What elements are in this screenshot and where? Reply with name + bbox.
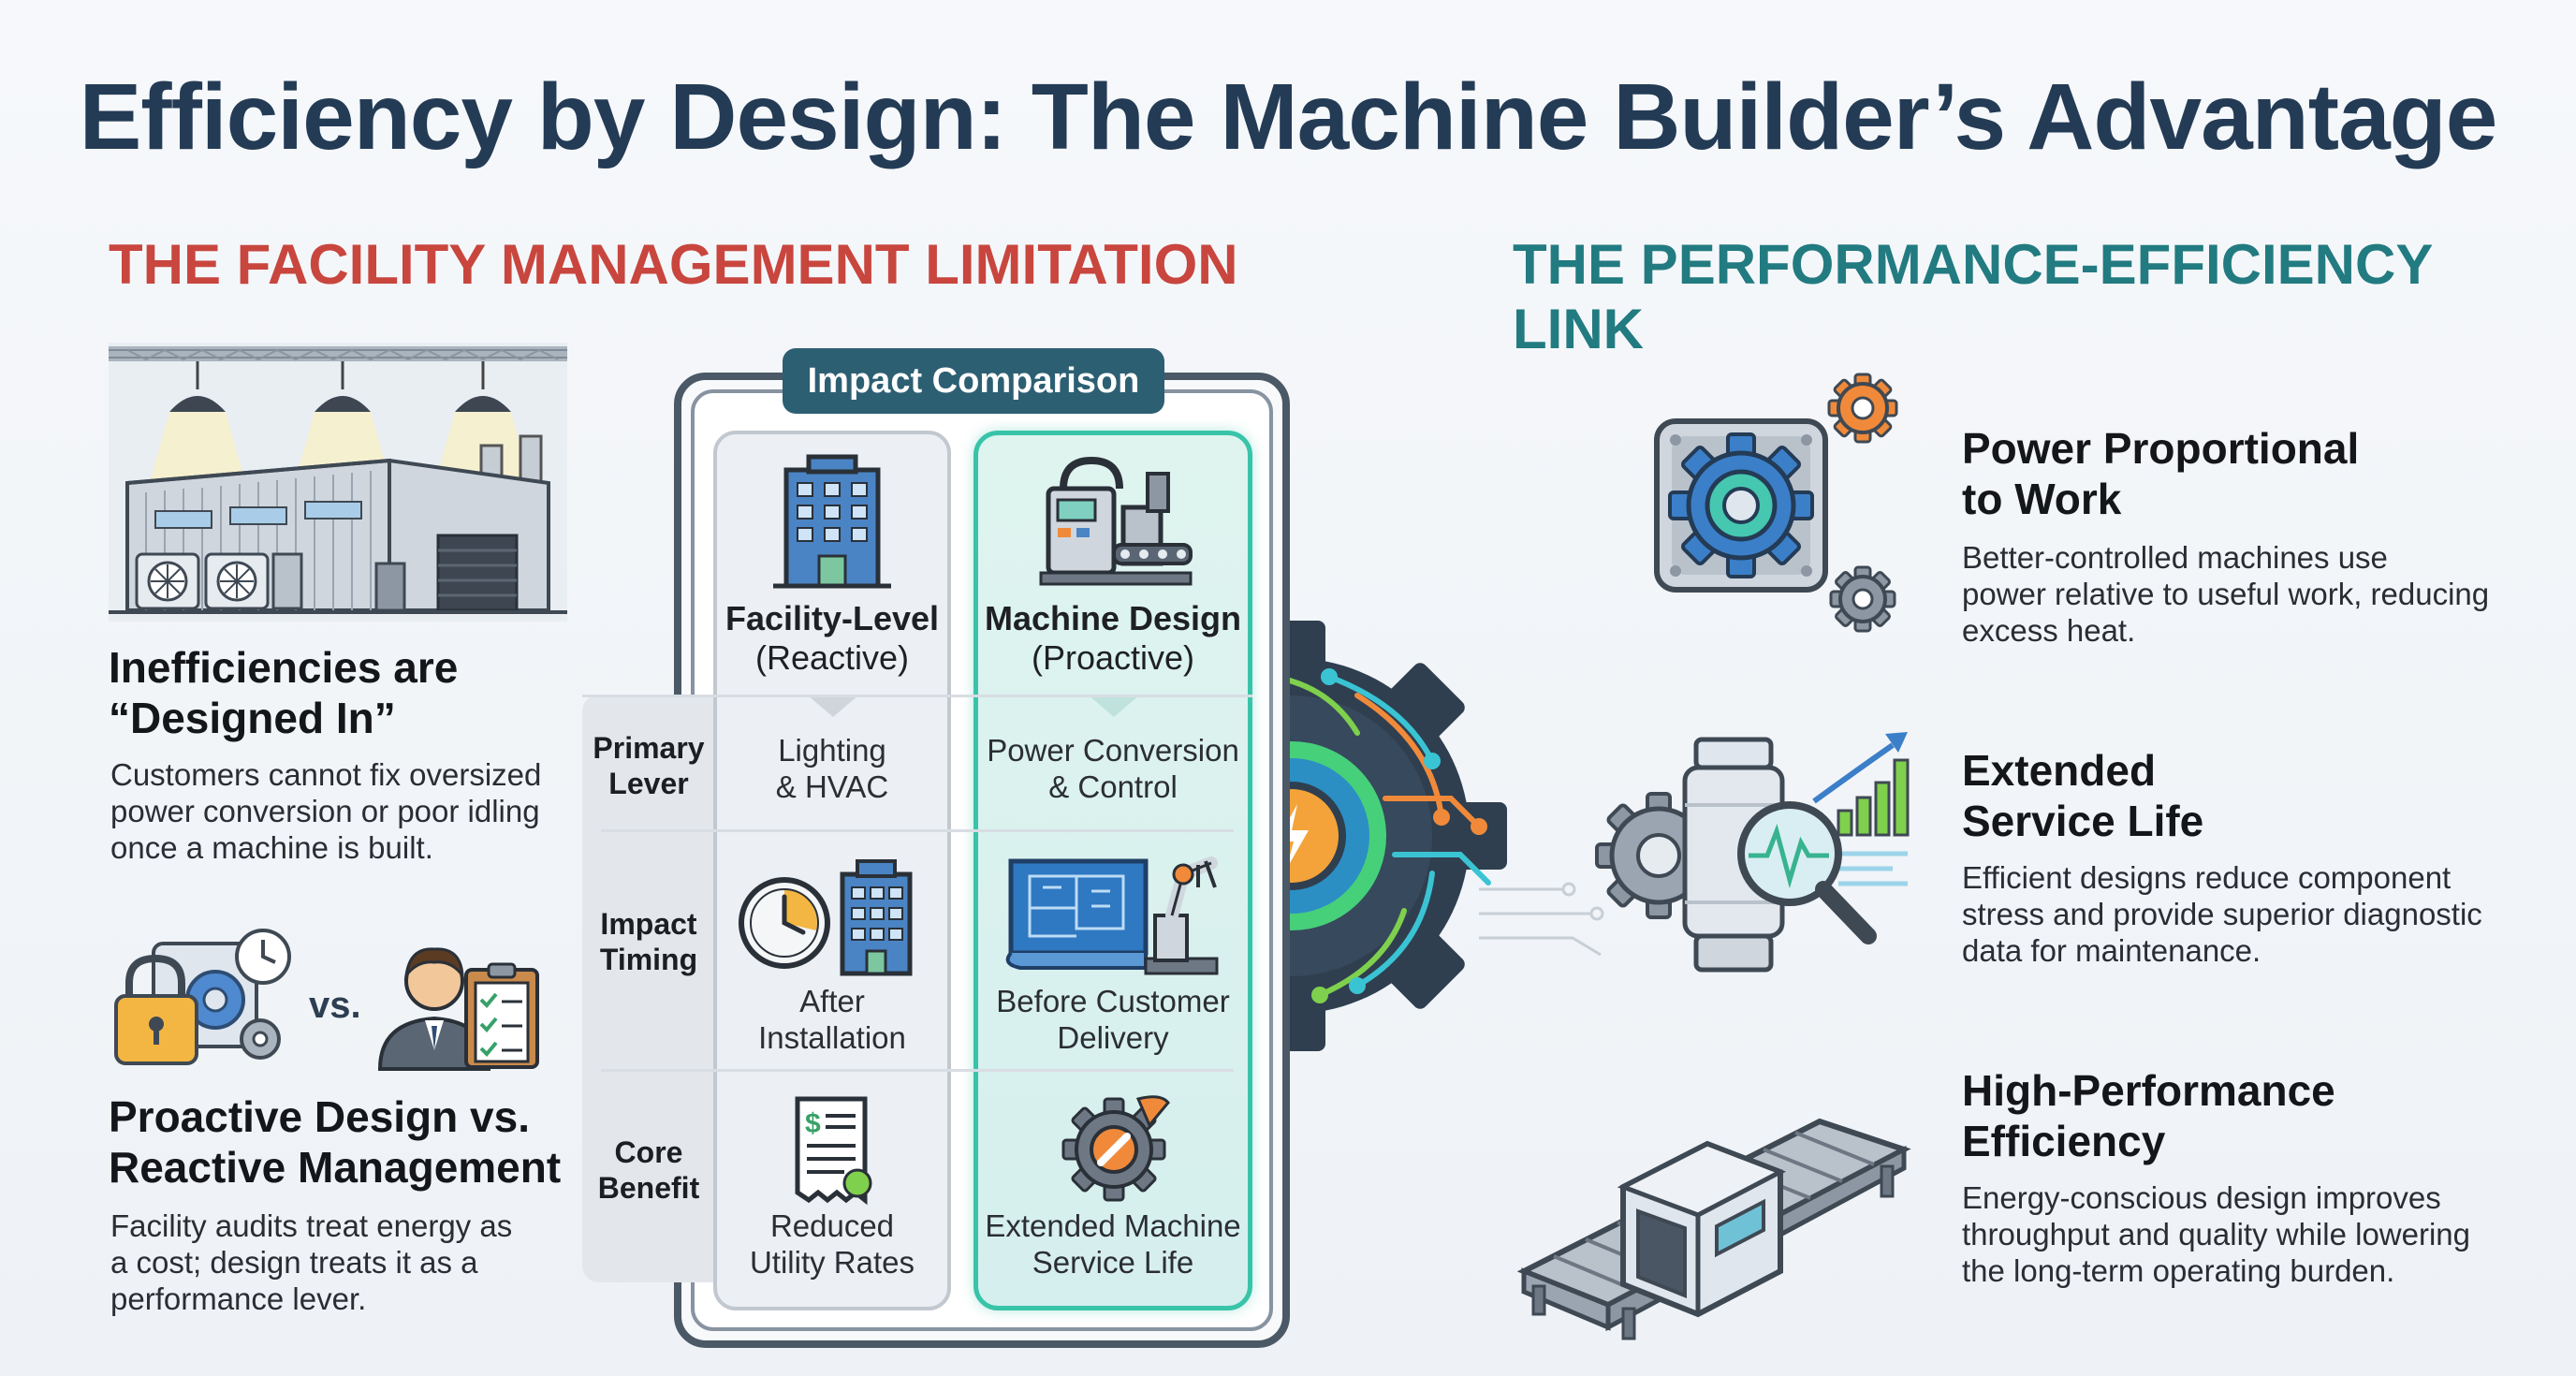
wrench-gear-icon bbox=[1061, 1095, 1170, 1202]
right-section-heading: THE PERFORMANCE-EFFICIENCY LINK bbox=[1513, 233, 2433, 360]
right-item-2-description: Efficient designs reduce component stres… bbox=[1962, 860, 2482, 968]
facility-core-benefit: Reduced Utility Rates bbox=[749, 1208, 915, 1280]
lock-gear-clock-icon bbox=[114, 929, 291, 1065]
page-title: Efficiency by Design: The Machine Builde… bbox=[79, 65, 2498, 169]
right-item-3-title: High-Performance Efficiency bbox=[1962, 1066, 2335, 1165]
gear-panel-icon bbox=[1654, 373, 1898, 633]
facility-primary-lever: Lighting & HVAC bbox=[775, 733, 889, 804]
impact-comparison-badge: Impact Comparison bbox=[783, 348, 1164, 414]
row-label-primary-lever: Primary Lever bbox=[593, 731, 705, 800]
machine-impact-timing: Before Customer Delivery bbox=[996, 984, 1230, 1055]
utility-bill-icon: $ bbox=[795, 1096, 872, 1206]
facility-header-pointer bbox=[807, 695, 859, 717]
left-section-heading: THE FACILITY MANAGEMENT LIMITATION bbox=[109, 233, 1238, 296]
row-divider-2 bbox=[601, 1069, 1234, 1072]
row-labels-column bbox=[582, 695, 715, 1282]
office-building-icon bbox=[773, 454, 891, 589]
left-item-1-title: Inefficiencies are “Designed In” bbox=[109, 643, 459, 742]
machine-design-header: Machine Design (Proactive) bbox=[984, 599, 1242, 677]
left-item-1-description: Customers cannot fix oversized power con… bbox=[110, 757, 542, 865]
right-item-1-description: Better-controlled machines use power rel… bbox=[1962, 540, 2490, 648]
left-item-2-description: Facility audits treat energy as a cost; … bbox=[110, 1208, 513, 1316]
cylinder-magnifier-chart-icon bbox=[1595, 732, 1910, 973]
machine-core-benefit: Extended Machine Service Life bbox=[985, 1208, 1241, 1280]
factory-building-icon bbox=[109, 343, 567, 622]
right-item-2-title: Extended Service Life bbox=[1962, 746, 2204, 845]
vs-label: vs. bbox=[309, 985, 361, 1026]
circuit-lines bbox=[1479, 882, 1604, 957]
row-label-core-benefit: Core Benefit bbox=[597, 1135, 700, 1205]
machine-production-icon bbox=[1039, 456, 1193, 586]
facility-level-header: Facility-Level (Reactive) bbox=[724, 599, 940, 677]
header-divider bbox=[582, 695, 1252, 697]
machine-primary-lever: Power Conversion & Control bbox=[987, 733, 1239, 804]
svg-text:$: $ bbox=[805, 1108, 821, 1139]
machine-header-pointer bbox=[1088, 695, 1140, 717]
facility-impact-timing: After Installation bbox=[758, 984, 906, 1055]
right-item-3-description: Energy-conscious design improves through… bbox=[1962, 1180, 2471, 1288]
conveyor-machine-icon bbox=[1516, 1118, 1911, 1340]
clock-building-icon bbox=[739, 859, 913, 976]
blueprint-robot-arm-icon bbox=[1005, 856, 1219, 975]
manager-clipboard-icon bbox=[377, 947, 539, 1071]
row-divider-1 bbox=[601, 829, 1234, 832]
row-label-impact-timing: Impact Timing bbox=[599, 907, 698, 976]
right-item-1-title: Power Proportional to Work bbox=[1962, 424, 2360, 523]
left-item-2-title: Proactive Design vs. Reactive Management bbox=[109, 1092, 562, 1192]
